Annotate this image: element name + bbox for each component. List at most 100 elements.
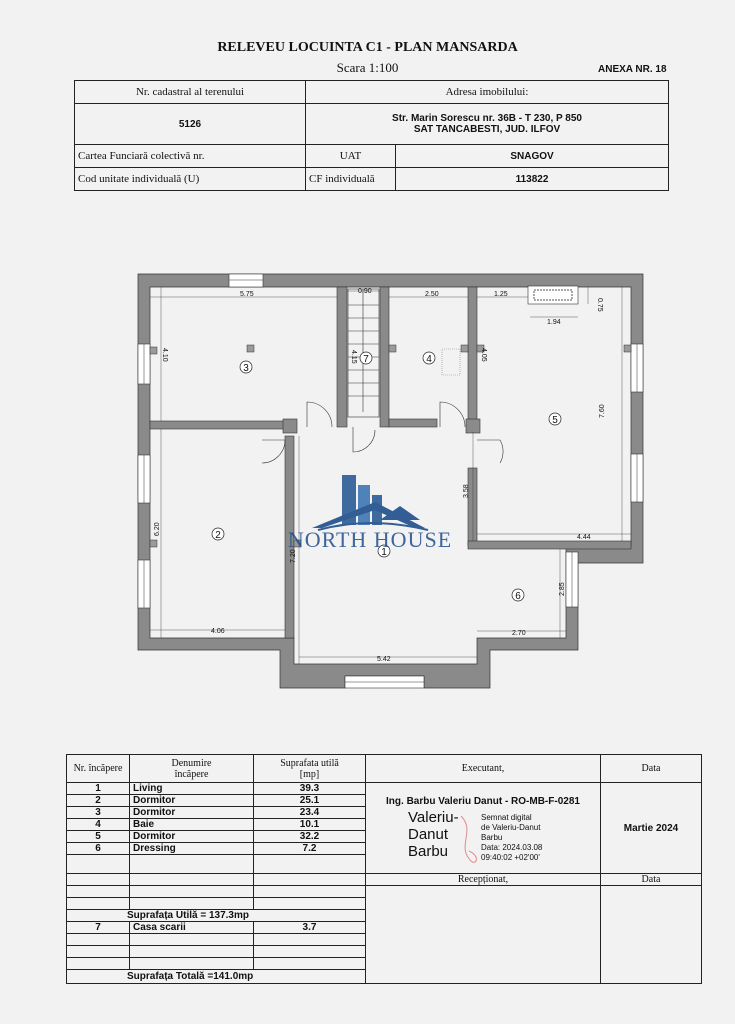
dim-label: 7.60 bbox=[599, 404, 606, 418]
col-name-l1: Denumire bbox=[171, 757, 212, 769]
annex-label: ANEXA NR. 18 bbox=[598, 64, 667, 75]
watermark-text: NORTH HOUSE bbox=[288, 527, 452, 552]
wall-bath-bottom bbox=[388, 418, 438, 428]
empty-cell bbox=[253, 897, 366, 910]
dim-label: 4.10 bbox=[161, 348, 168, 362]
dim-label: 4.44 bbox=[577, 534, 591, 541]
wall-5-bottom bbox=[467, 540, 632, 550]
dim-label: 7.20 bbox=[290, 549, 297, 563]
sig-name-l1: Valeriu- bbox=[408, 809, 459, 826]
empty-cell bbox=[66, 957, 130, 970]
wall-5-left-low bbox=[467, 467, 478, 547]
dim-label: 5.42 bbox=[377, 656, 391, 663]
stair-name: Casa scarii bbox=[129, 921, 254, 934]
col-data-2: Data bbox=[600, 873, 702, 886]
empty-cell bbox=[253, 945, 366, 958]
empty-cell bbox=[253, 933, 366, 946]
address-value: Str. Marin Sorescu nr. 36B - T 230, P 85… bbox=[304, 103, 670, 145]
useful-total: Suprafața Utilă = 137.3mp bbox=[66, 909, 366, 922]
empty-cell bbox=[129, 873, 254, 886]
room-name: Living bbox=[129, 782, 254, 795]
room-area: 23.4 bbox=[253, 806, 366, 819]
room-name: Baie bbox=[129, 818, 254, 831]
scale-label: Scara 1:100 bbox=[336, 60, 399, 75]
receptionat-cell bbox=[365, 885, 601, 984]
room-name: Dormitor bbox=[129, 794, 254, 807]
col-area-l2: [mp] bbox=[299, 768, 320, 780]
room-nr: 4 bbox=[66, 818, 130, 831]
col-name-l2: încăpere bbox=[174, 768, 209, 780]
sig-note-l5: 09:40:02 +02'00' bbox=[481, 853, 540, 862]
room-name: Dormitor bbox=[129, 830, 254, 843]
room-number-5: 5 bbox=[552, 415, 558, 426]
address-label: Adresa imobilului: bbox=[304, 80, 670, 104]
col-area-l1: Suprafata utilă bbox=[280, 757, 339, 769]
room-number-2: 2 bbox=[215, 530, 221, 541]
signature-name: Valeriu- Danut Barbu bbox=[408, 809, 459, 860]
signature-scribble bbox=[460, 815, 477, 863]
dim-label: 5.75 bbox=[240, 291, 254, 298]
signature-note: Semnat digital de Valeriu-Danut Barbu Da… bbox=[481, 813, 542, 863]
dim-label: 1.25 bbox=[494, 291, 508, 298]
dim-label: 1.94 bbox=[547, 319, 561, 326]
sig-name-l2: Danut bbox=[408, 826, 449, 843]
empty-cell bbox=[129, 945, 254, 958]
empty-cell bbox=[253, 957, 366, 970]
room-area: 39.3 bbox=[253, 782, 366, 795]
empty-cell bbox=[66, 897, 130, 910]
dim-label: 4.05 bbox=[480, 348, 487, 362]
empty-cell bbox=[253, 854, 366, 874]
column-2 bbox=[465, 418, 481, 434]
empty-cell bbox=[129, 933, 254, 946]
dim-label: 0.75 bbox=[596, 298, 603, 312]
empty-cell bbox=[129, 957, 254, 970]
room-nr: 3 bbox=[66, 806, 130, 819]
wall-3-2 bbox=[149, 420, 286, 430]
dim-label: 2.85 bbox=[559, 582, 566, 596]
room-number-7: 7 bbox=[363, 354, 369, 365]
empty-cell bbox=[129, 854, 254, 874]
grand-total: Suprafața Totală =141.0mp bbox=[66, 969, 366, 984]
empty-cell bbox=[129, 885, 254, 898]
dim-label: 4.06 bbox=[211, 628, 225, 635]
wall-stair-left bbox=[336, 286, 348, 428]
receptionat-date-cell bbox=[600, 885, 702, 984]
sig-note-l3: Barbu bbox=[481, 833, 503, 842]
empty-cell bbox=[66, 945, 130, 958]
dim-label: 4.15 bbox=[350, 350, 357, 364]
room-name: Dormitor bbox=[129, 806, 254, 819]
col-area: Suprafata utilă[mp] bbox=[253, 754, 366, 783]
door-stair bbox=[352, 427, 376, 453]
window-top-3 bbox=[228, 273, 264, 288]
empty-cell bbox=[253, 885, 366, 898]
document-title: RELEVEU LOCUINTA C1 - PLAN MANSARDA bbox=[217, 40, 518, 55]
room-nr: 1 bbox=[66, 782, 130, 795]
empty-cell bbox=[66, 885, 130, 898]
unit-code-label: Cod unitate individuală (U) bbox=[74, 167, 306, 191]
dim-label: 2.50 bbox=[425, 291, 439, 298]
north-house-logo bbox=[312, 475, 429, 531]
room-area: 25.1 bbox=[253, 794, 366, 807]
room-number-3: 3 bbox=[243, 363, 249, 374]
sig-note-l2: de Valeriu-Danut bbox=[481, 823, 541, 832]
col-nr: Nr. încăpere bbox=[66, 754, 130, 783]
empty-cell bbox=[66, 873, 130, 886]
property-info-table: Nr. cadastral al terenului Adresa imobil… bbox=[74, 80, 670, 191]
sig-note-l1: Semnat digital bbox=[481, 813, 532, 822]
empty-cell bbox=[129, 897, 254, 910]
wall-2-right bbox=[284, 435, 295, 639]
room-nr: 2 bbox=[66, 794, 130, 807]
door-5 bbox=[477, 439, 504, 464]
cf-individual-label: CF individuală bbox=[305, 167, 396, 191]
empty-cell bbox=[66, 854, 130, 874]
room-area: 7.2 bbox=[253, 842, 366, 855]
room-area: 32.2 bbox=[253, 830, 366, 843]
room-number-4: 4 bbox=[426, 354, 432, 365]
wall-stair-right bbox=[379, 286, 390, 428]
stair-area: 3.7 bbox=[253, 921, 366, 934]
dim-label: 2.70 bbox=[512, 630, 526, 637]
dim-label: 0.90 bbox=[358, 288, 372, 295]
room-nr: 5 bbox=[66, 830, 130, 843]
